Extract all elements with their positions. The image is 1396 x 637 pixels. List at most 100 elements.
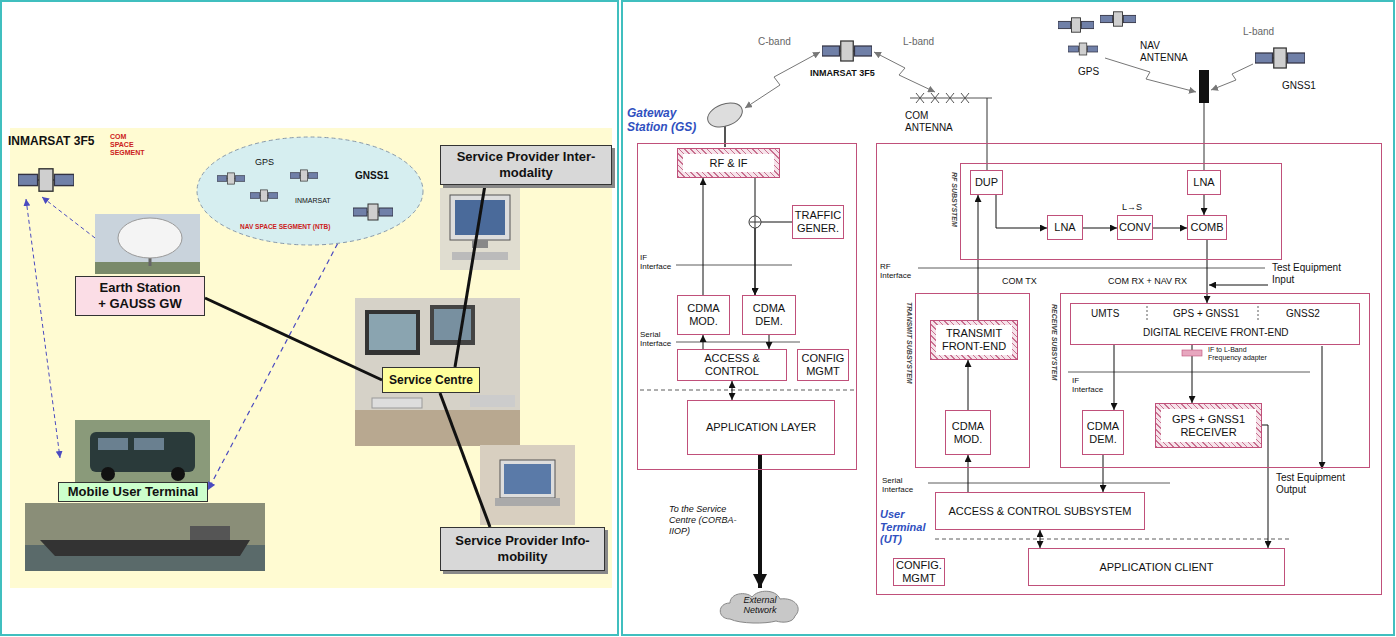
node-label: GNSS2 (1286, 308, 1320, 319)
control-room-photo (430, 305, 475, 345)
van-photo (171, 467, 185, 481)
node-text: GPS + GNSS1 RECEIVER (1161, 409, 1256, 442)
node-text: RF & IF (683, 154, 774, 172)
computer-photo (452, 252, 508, 260)
node-text: Mobile User Terminal (68, 484, 199, 500)
satellite-icon (290, 170, 318, 181)
node-text: LNA (1193, 176, 1214, 189)
control-room-photo (355, 410, 520, 446)
annotation-label: GPS (1078, 66, 1099, 78)
connector (1103, 455, 1104, 492)
node-label: GPS + GNSS1 (1173, 308, 1239, 319)
annotation-label: L-band (1243, 26, 1274, 38)
connector (208, 244, 338, 490)
test-line (1322, 346, 1323, 469)
node-label: NAV SPACE SEGMENT (NTB) (240, 223, 330, 230)
interface-line (1147, 306, 1148, 320)
annotation-label: L→S (1122, 202, 1142, 213)
annotation-label: NAV ANTENNA (1140, 40, 1192, 64)
node-label: DIGITAL RECEIVE FRONT-END (1143, 327, 1289, 338)
connector (205, 298, 382, 380)
satellite-link (874, 52, 935, 92)
node-text: APPLICATION LAYER (706, 421, 816, 434)
annotation-label: COM SPACE SEGMENT (110, 133, 150, 157)
annotation-label: Test Equipment Output (1276, 472, 1356, 496)
node-label: GNSS1 (355, 170, 389, 181)
process-box: DUP (970, 170, 1003, 195)
gateway-frame: Gateway Station (GS)RF & IFTRAFFIC GENER… (637, 143, 857, 470)
satellite-icon (1100, 12, 1136, 26)
laptop-photo (504, 464, 551, 494)
node-text: Service Provider Info-mobility (444, 533, 601, 564)
laptop-photo (500, 460, 555, 498)
panel-frame (1, 1, 618, 635)
satellite-icon (18, 169, 74, 191)
dish-photo (118, 218, 182, 258)
node-text: CDMA MOD. (681, 302, 726, 327)
earth-station-box: Earth Station + GAUSS GW (75, 276, 205, 316)
nav-antenna (1199, 70, 1209, 170)
connector (440, 393, 490, 527)
panel-frame (10, 128, 612, 588)
rf-block: TRANSMIT FRONT-END (930, 320, 1018, 360)
computer-photo (440, 188, 520, 270)
junction-symbol (749, 216, 761, 228)
annotation-label: C-band (758, 36, 791, 48)
annotation-label: IF Interface (640, 253, 674, 271)
connector (1153, 228, 1187, 229)
connector (978, 195, 979, 320)
process-box: CDMA MOD. (677, 295, 730, 335)
annotation-label: IF Interface (1072, 376, 1106, 394)
process-box: CONV (1117, 215, 1153, 240)
mobile-terminal-box: Mobile User Terminal (58, 482, 208, 502)
satellite-link (745, 52, 820, 108)
annotation-label: IF to L-Band Frequency adapter (1208, 346, 1280, 362)
satellite-icon (250, 190, 278, 201)
space-segment-ellipse: GPSINMARSATGNSS1NAV SPACE SEGMENT (NTB) (195, 135, 425, 247)
node-label: RF SUBSYSTEM (951, 172, 958, 227)
satellite-icon (217, 173, 245, 184)
process-box: LNA (1187, 170, 1221, 195)
provider-box: Service Provider Inter-modality (440, 145, 612, 185)
annotation-label: INMARSAT 3F5 (810, 68, 875, 79)
connector (1040, 530, 1041, 548)
van-photo (90, 432, 195, 472)
junction-symbol (1182, 350, 1202, 356)
interface-line (676, 265, 792, 266)
control-room-photo (470, 395, 515, 407)
interface-line (676, 342, 800, 343)
connector (1083, 228, 1117, 229)
node-label: UMTS (1091, 308, 1119, 319)
com-antenna (910, 98, 992, 99)
connector (968, 360, 969, 410)
provider-box: Service Provider Info-mobility (440, 527, 605, 571)
node-text: APPLICATION CLIENT (1099, 561, 1213, 574)
interface-line (640, 265, 1310, 539)
process-box: ACCESS & CONTROL SUBSYSTEM (935, 492, 1145, 530)
node-text: CONV (1119, 221, 1151, 234)
process-box: CONFIG MGMT (797, 349, 849, 381)
control-room-photo (355, 298, 520, 446)
interface-line (1068, 372, 1310, 373)
satellite-link (26, 199, 60, 458)
nav-antenna (1199, 70, 1209, 103)
annotation-label: L-band (903, 36, 934, 48)
satellite-link (1211, 64, 1253, 90)
node-text: TRANSMIT FRONT-END (936, 325, 1012, 354)
node-label: INMARSAT (295, 197, 331, 204)
laptop-photo (495, 498, 560, 506)
node-label: Gateway Station (GS) (627, 107, 707, 135)
laptop-photo (480, 445, 575, 525)
process-box: LNA (1047, 215, 1083, 240)
node-text: CONFIG. MGMT (896, 559, 942, 584)
connector (769, 335, 770, 349)
node-text: Service Centre (389, 373, 473, 387)
boat-photo (25, 503, 265, 571)
node-text: CDMA DEM. (746, 302, 792, 327)
annotation-label: GNSS1 (1282, 80, 1316, 92)
annotation-label: Serial Interface (882, 476, 922, 494)
rf-block: RF & IF (677, 148, 780, 178)
process-box: APPLICATION LAYER (687, 400, 835, 455)
node-label: User Terminal (UT) (880, 508, 930, 546)
